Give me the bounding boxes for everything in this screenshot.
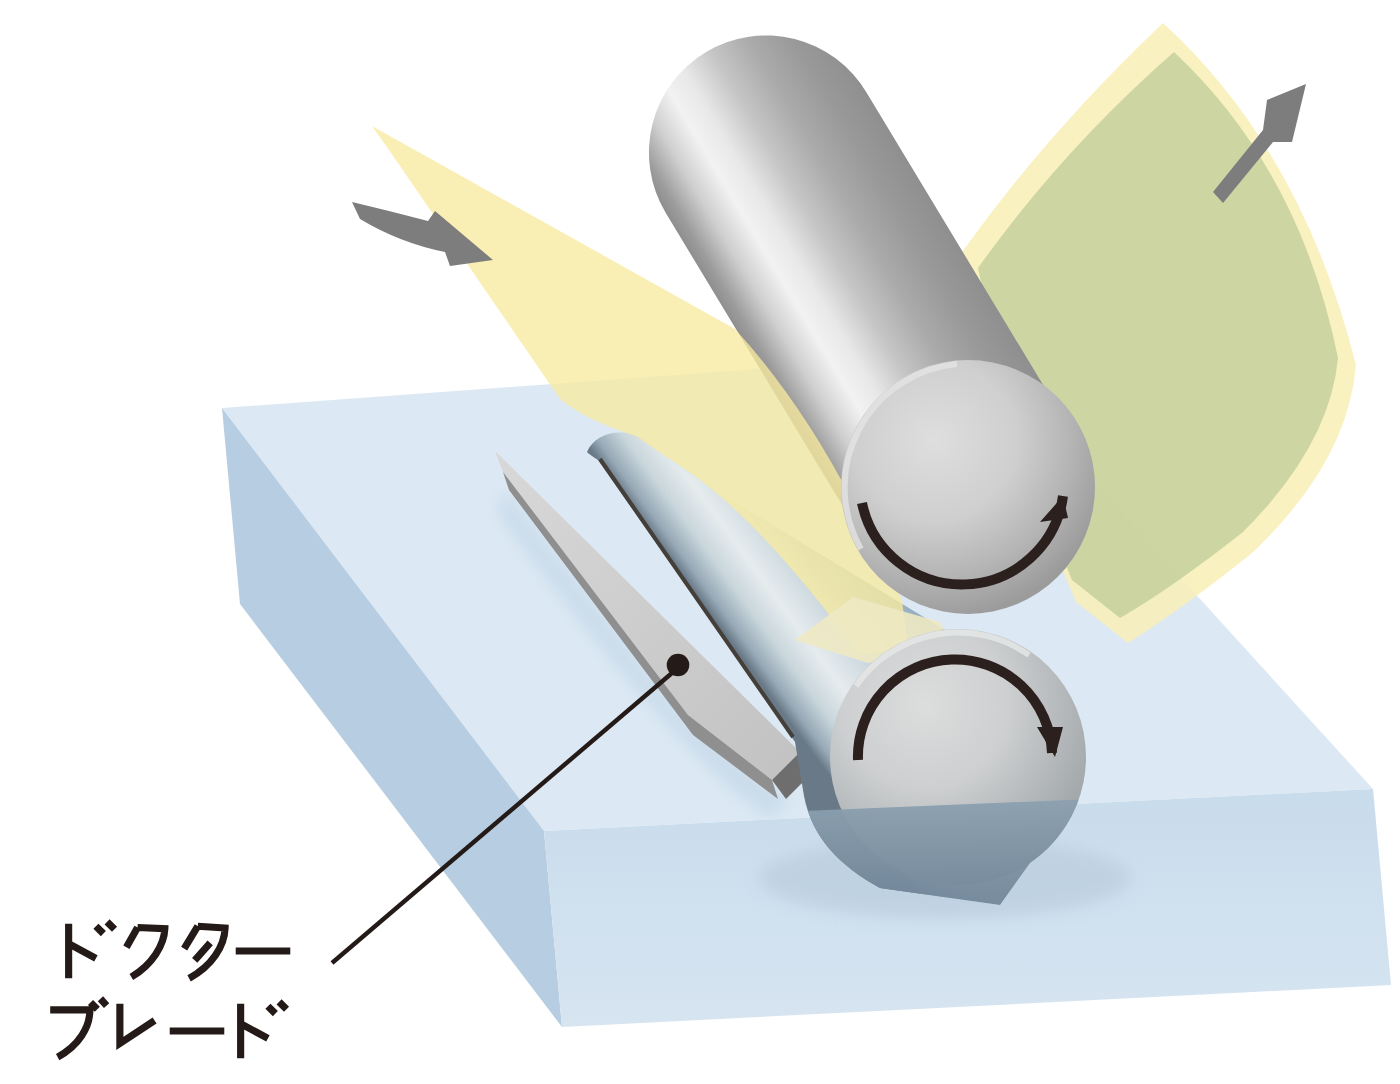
leader-dot [667, 654, 690, 677]
upper-roller-end [841, 360, 1095, 614]
